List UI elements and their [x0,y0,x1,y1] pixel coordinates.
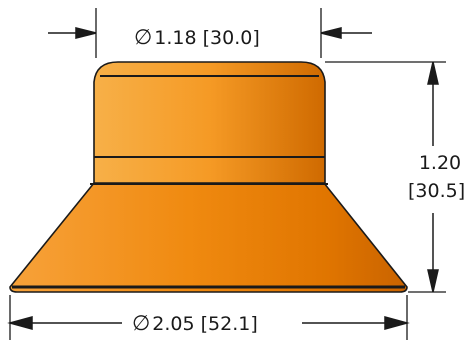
height-dimension-mm: [30.5] [408,180,466,202]
height-dimension-inches: 1.20 [418,152,462,174]
extension-lines [9,8,446,340]
top-dimension-arrows [48,27,372,39]
top-diameter-dimension: ∅1.18 [30.0] [134,27,260,48]
bottom-dimension-arrows [7,316,410,330]
diameter-symbol: ∅ [134,25,153,49]
cup-feature-lines [90,75,328,185]
bottom-diameter-value: 2.05 [52.1] [152,313,258,335]
cup-flared-base [9,182,408,293]
height-dimension-arrows [427,61,439,293]
diameter-symbol: ∅ [132,311,151,335]
cup-neck [93,61,326,184]
top-diameter-value: 1.18 [30.0] [154,27,260,49]
bottom-diameter-dimension: ∅2.05 [52.1] [132,313,258,334]
